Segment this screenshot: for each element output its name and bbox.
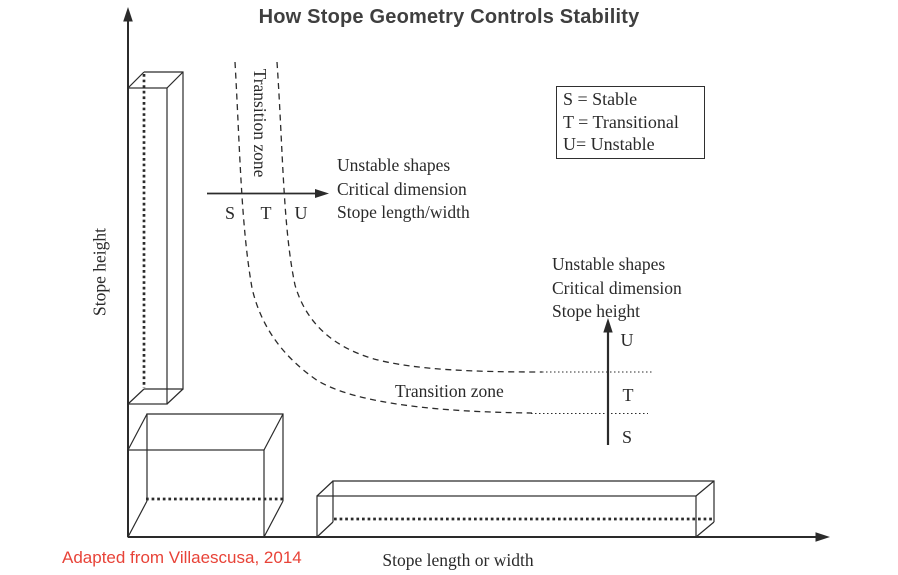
- y-axis-arrowhead-icon: [123, 7, 133, 22]
- length-arrowhead-icon: [315, 189, 329, 198]
- x-axis-label: Stope length or width: [382, 550, 534, 570]
- source-caption: Adapted from Villaescusa, 2014: [62, 548, 302, 567]
- transition-zone-dotted-extensions: [531, 371, 654, 414]
- x-axis-arrowhead-icon: [815, 532, 830, 542]
- height-annotation-line-1: Unstable shapes: [552, 254, 666, 274]
- height-annotation: Unstable shapes Critical dimension Stope…: [552, 253, 682, 324]
- height-direction-arrow: [603, 318, 613, 445]
- long-stope-wireframe: [316, 480, 715, 538]
- legend-item-unstable: U= Unstable: [563, 134, 655, 154]
- height-tick-stable: S: [621, 427, 633, 447]
- height-tick-unstable: U: [620, 330, 634, 350]
- height-tick-transitional: T: [622, 385, 634, 405]
- tall-stope-wireframe: [127, 71, 184, 405]
- length-tick-stable: S: [224, 203, 236, 223]
- transition-zone-band: [234, 61, 543, 414]
- y-axis-label: Stope height: [89, 228, 110, 316]
- cubic-stope-wireframe: [127, 413, 284, 538]
- legend-item-transitional: T = Transitional: [563, 111, 679, 132]
- length-tick-transitional: T: [260, 203, 272, 223]
- length-annotation-line-3: Stope length/width: [337, 202, 470, 222]
- diagram-title: How Stope Geometry Controls Stability: [258, 6, 640, 28]
- length-tick-unstable: U: [294, 203, 308, 223]
- stability-legend: S = Stable T = Transitional U= Unstable: [556, 86, 705, 159]
- height-annotation-line-3: Stope height: [552, 301, 640, 321]
- transition-zone-outer-curve: [276, 61, 543, 373]
- height-annotation-line-2: Critical dimension: [552, 277, 682, 298]
- transition-zone-label-horizontal: Transition zone: [395, 381, 504, 401]
- length-annotation: Unstable shapes Critical dimension Stope…: [337, 154, 470, 225]
- length-annotation-line-1: Unstable shapes: [337, 155, 451, 175]
- transition-zone-label-vertical: Transition zone: [249, 68, 270, 178]
- height-arrowhead-icon: [603, 318, 613, 333]
- length-direction-arrow: [207, 189, 329, 198]
- legend-item-stable: S = Stable: [563, 89, 638, 109]
- length-annotation-line-2: Critical dimension: [337, 178, 467, 199]
- transition-zone-inner-curve: [234, 61, 533, 414]
